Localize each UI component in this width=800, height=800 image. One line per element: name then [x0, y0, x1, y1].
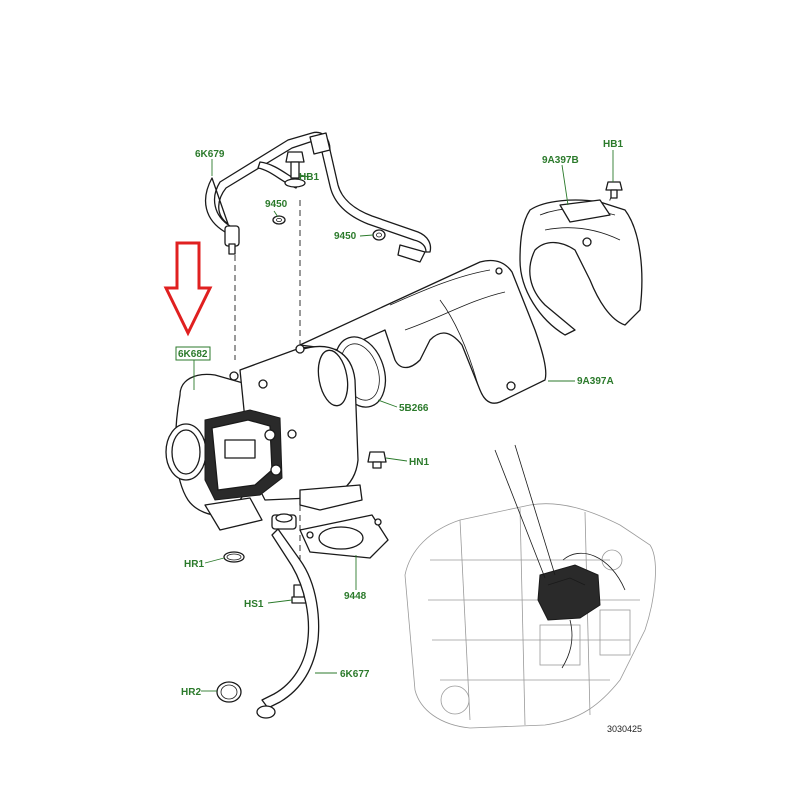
washer-9450-top [272, 215, 286, 225]
heat-shield-lower [299, 259, 547, 404]
nut-hn1 [367, 451, 387, 469]
label-6k677: 6K677 [340, 669, 370, 680]
label-5b266: 5B266 [399, 403, 429, 414]
washer-9450-mid [372, 229, 386, 241]
label-hr1: HR1 [184, 559, 204, 570]
label-hn1: HN1 [409, 457, 429, 468]
oring-hr1 [223, 551, 245, 563]
callout-labels: 6K679 HB1 9450 9450 9A397B HB1 6K682 5B2… [175, 139, 642, 734]
bolt-hb1-shield [605, 181, 623, 199]
label-hb1-shield: HB1 [603, 139, 623, 150]
label-6k679: 6K679 [195, 149, 225, 160]
label-9450-top: 9450 [265, 199, 288, 210]
label-6k682: 6K682 [178, 349, 208, 360]
banjo-bolt-top [284, 151, 306, 188]
label-9a397b: 9A397B [542, 155, 579, 166]
oil-feed-pipe [204, 131, 432, 263]
leader-lines [193, 150, 614, 692]
label-hr2: HR2 [181, 687, 201, 698]
highlight-arrow [163, 241, 213, 337]
reference-number: 3030425 [607, 724, 642, 734]
label-9a397a: 9A397A [577, 376, 614, 387]
heat-shield-upper [519, 199, 643, 336]
engine-inset [404, 444, 656, 729]
label-6k682-box: 6K682 [175, 346, 211, 361]
label-hb1-top: HB1 [299, 172, 319, 183]
oil-return-pipe [256, 513, 320, 719]
label-9450-mid: 9450 [334, 231, 357, 242]
turbocharger-assembly [165, 344, 363, 531]
label-hs1: HS1 [244, 599, 264, 610]
label-9448: 9448 [344, 591, 367, 602]
gasket-flange [299, 514, 389, 559]
oring-hr2 [216, 681, 242, 703]
